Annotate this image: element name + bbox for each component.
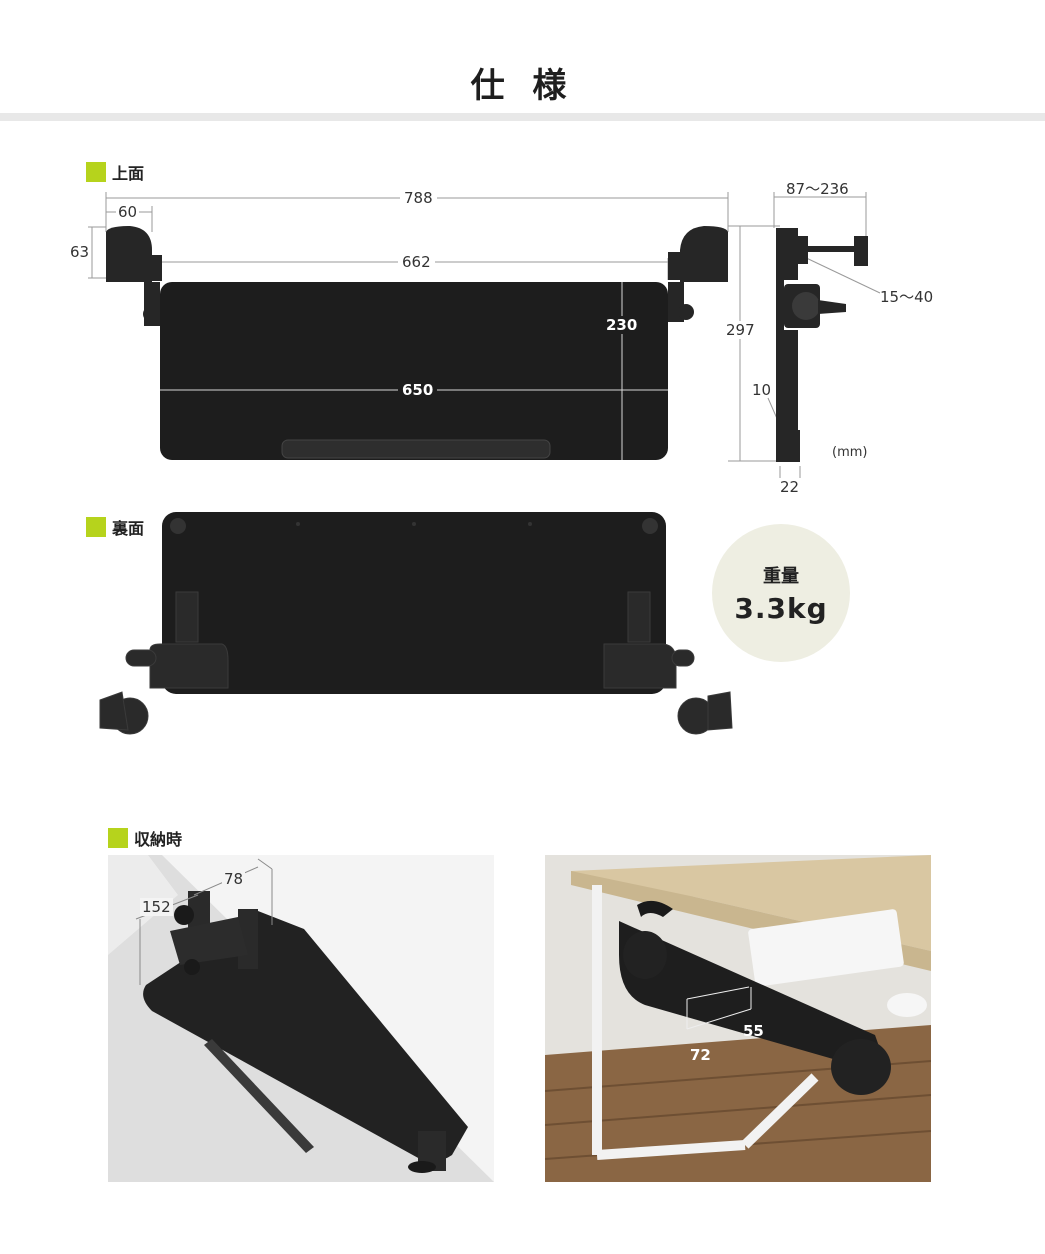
dim-drawer-height: 55 <box>743 1022 764 1040</box>
section-label-text: 収納時 <box>134 830 183 849</box>
section-label-text: 裏面 <box>112 519 145 538</box>
dim-inner-width: 662 <box>398 253 435 271</box>
dim-stored-height: 152 <box>140 898 173 916</box>
dim-board-depth: 230 <box>604 316 640 334</box>
dim-overall-width: 788 <box>400 189 437 207</box>
dim-desk-thickness: 15〜40 <box>880 288 934 306</box>
board-top <box>160 282 668 460</box>
dim-drawer-depth: 72 <box>690 1046 711 1064</box>
section-label-text: 上面 <box>112 164 145 183</box>
section-label-stored: 収納時 <box>108 826 182 850</box>
page-title: 仕 様 <box>470 66 575 106</box>
section-label-top: 上面 <box>86 160 144 184</box>
section-marker-icon <box>86 162 106 182</box>
desk-photo <box>545 855 931 1182</box>
board-back <box>162 512 666 694</box>
dim-clamp-range: 87〜236 <box>786 180 849 198</box>
dim-total-depth: 297 <box>724 321 757 339</box>
side-view <box>776 228 868 462</box>
dim-stored-depth: 78 <box>222 870 246 888</box>
section-marker-icon <box>86 517 106 537</box>
dim-lip-width: 22 <box>780 478 800 496</box>
title-divider <box>0 113 1045 121</box>
dim-lip-height: 10 <box>752 381 772 399</box>
dim-unit: (mm) <box>832 445 868 460</box>
dim-clamp-width: 60 <box>116 203 140 221</box>
dim-clamp-height: 63 <box>70 243 90 261</box>
weight-label: 重量 <box>763 565 799 587</box>
weight-value: 3.3kg <box>734 591 828 625</box>
dim-board-width: 650 <box>398 381 438 399</box>
section-marker-icon <box>108 828 128 848</box>
section-label-back: 裏面 <box>86 515 144 539</box>
weight-badge: 重量 3.3kg <box>712 524 850 662</box>
